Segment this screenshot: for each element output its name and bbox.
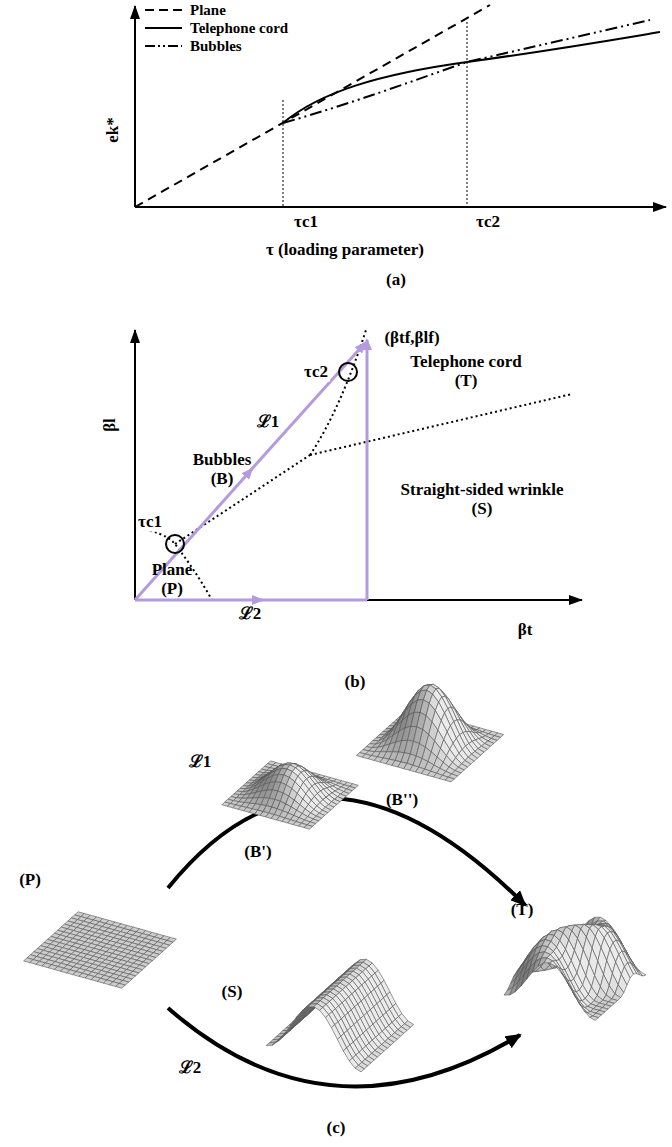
axis-label: (T) <box>511 901 534 920</box>
axis-label: (a) <box>386 271 406 290</box>
axis-label: (P) <box>19 871 41 890</box>
axis-label: ℒ1 <box>257 413 280 432</box>
tau-c2-marker <box>467 22 468 207</box>
surface-meshes <box>24 684 646 1072</box>
axis-label: ek* <box>104 117 123 143</box>
axis-label: τc2 <box>302 363 330 382</box>
surface-mesh <box>24 912 177 988</box>
surface-mesh <box>356 684 503 782</box>
tau-c1-circle <box>166 535 184 553</box>
axis-label: ℒ1 <box>189 753 212 772</box>
axis-label: (c) <box>327 1119 346 1138</box>
tau-c1-marker <box>283 100 284 207</box>
phase-diagram-b <box>135 330 582 600</box>
axis-label: βt <box>518 621 533 640</box>
axis-label: Straight-sided wrinkle (S) <box>397 481 567 518</box>
axis-label: τc1 <box>294 213 318 232</box>
axis-label: ℒ2 <box>179 1059 202 1078</box>
y-axis <box>134 330 136 600</box>
axis-label: Bubbles (B) <box>187 451 257 488</box>
axis-label: τc1 <box>136 513 164 532</box>
legend-text: Bubbles <box>190 38 242 55</box>
legend-sample <box>145 45 182 47</box>
axis-label: (B'') <box>386 791 418 810</box>
surface-mesh <box>222 761 358 829</box>
legend-text: Telephone cord <box>190 20 288 37</box>
axis-label: τ (loading parameter) <box>266 241 424 260</box>
x-axis <box>135 206 666 208</box>
legend-text: Plane <box>190 2 226 19</box>
surface-mesh <box>504 917 646 1020</box>
axis-label: (βtf,βlf) <box>384 329 439 348</box>
legend-sample <box>145 27 182 29</box>
axis-label: (S) <box>222 983 243 1002</box>
tau-c2-circle <box>339 363 357 381</box>
axis-label: τc2 <box>476 213 500 232</box>
surface-mesh <box>266 959 413 1072</box>
axis-label: Plane (P) <box>142 561 202 598</box>
plane-curve <box>135 5 490 207</box>
axis-label: βl <box>101 418 120 432</box>
path-arrow <box>168 1008 520 1086</box>
axis-label: Telephone cord (T) <box>401 353 531 390</box>
legend-sample <box>145 9 182 11</box>
phase-boundaries <box>135 330 572 600</box>
loading-paths <box>135 340 367 600</box>
axis-label: (B') <box>244 843 271 862</box>
y-axis <box>134 6 136 207</box>
axis-label: ℒ2 <box>239 605 262 624</box>
telephone-cord-curve <box>283 32 660 123</box>
path-arrow <box>168 798 525 905</box>
chart-a <box>135 5 666 207</box>
paths-c <box>168 798 525 1086</box>
axis-label: (b) <box>345 673 366 692</box>
bubbles-curve <box>283 20 650 123</box>
x-axis <box>135 599 582 601</box>
